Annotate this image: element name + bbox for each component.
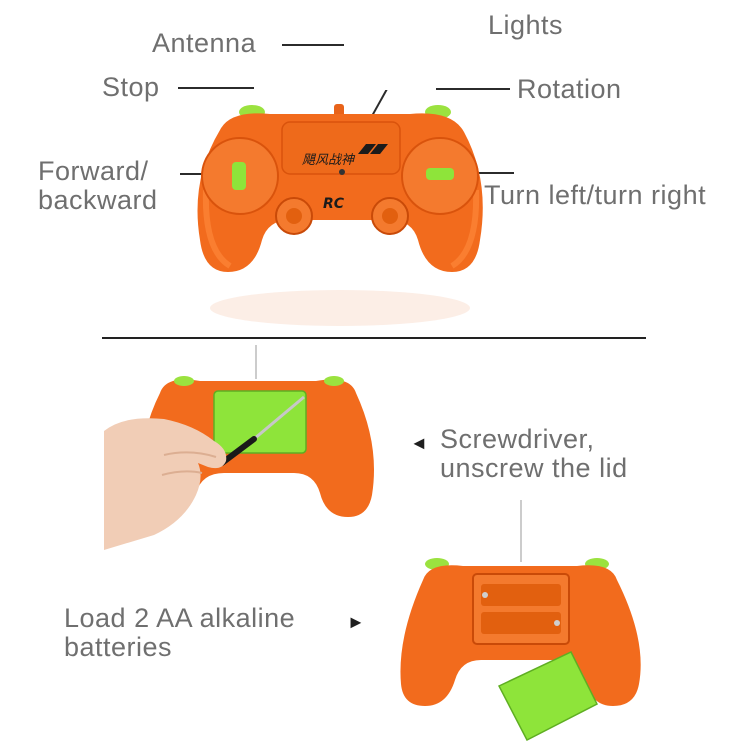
section-divider xyxy=(102,337,646,339)
unscrew-lid-photo xyxy=(104,345,404,550)
step-unscrew-lid: Screwdriver, unscrew the lid xyxy=(440,424,628,483)
step-load-batteries: Load 2 AA alkaline batteries xyxy=(64,603,296,662)
label-rotation: Rotation xyxy=(517,74,622,104)
label-forward-backward: Forward/ backward xyxy=(38,156,158,215)
label-turn: Turn left/turn right xyxy=(484,180,707,210)
leader-turn xyxy=(446,172,514,174)
label-lights: Lights xyxy=(488,10,564,40)
label-antenna: Antenna xyxy=(152,28,257,58)
leader-antenna xyxy=(282,44,344,46)
leader-rotation xyxy=(436,88,510,90)
load-batteries-photo xyxy=(400,500,641,742)
arrow-left-icon: ◄ xyxy=(410,433,428,453)
leader-stop xyxy=(178,87,254,89)
arrow-right-icon: ► xyxy=(347,612,365,632)
controller-logo-rc: RC xyxy=(323,196,345,212)
controller-logo-cn: 飓风战神 xyxy=(302,153,356,168)
controller-top-image: 飓风战神 RC xyxy=(197,90,483,326)
label-stop: Stop xyxy=(102,72,160,102)
